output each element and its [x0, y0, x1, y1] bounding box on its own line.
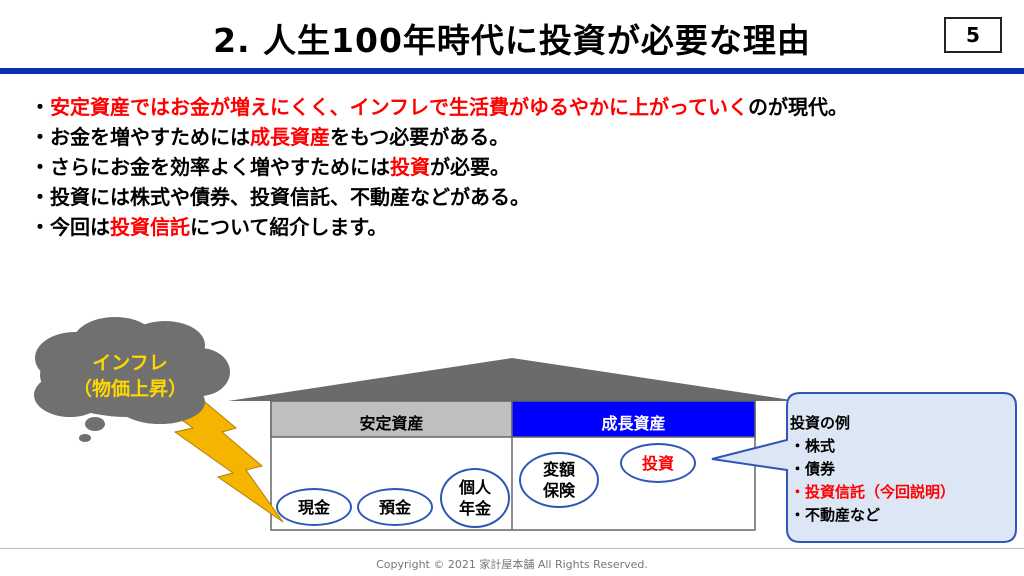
stable-asset-header: 安定資産: [359, 414, 424, 433]
copyright-footer: Copyright © 2021 家計屋本舗 All Rights Reserv…: [376, 558, 648, 571]
bullet-item: ・さらにお金を効率よく増やすためには投資が必要。: [30, 152, 848, 182]
bullet-item: ・お金を増やすためには成長資産をもつ必要がある。: [30, 122, 848, 152]
bullet-highlight: 投資信託: [110, 215, 190, 239]
pension-oval: 個人年金: [440, 468, 510, 528]
lightning-bolt-icon: [163, 401, 284, 523]
variable-insurance-oval: 変額保険: [519, 452, 599, 508]
bullet-highlight: 成長資産: [250, 125, 330, 149]
cash-oval: 現金: [276, 488, 352, 526]
cloud-label-line1: インフレ: [92, 352, 168, 374]
stable-asset-header-bg: [270, 400, 513, 438]
bullet-text: ・お金を増やすためには: [30, 125, 250, 149]
page-number: 5: [944, 17, 1002, 53]
bullet-text: が必要。: [430, 155, 510, 179]
bullet-text: ・今回は: [30, 215, 110, 239]
bullet-item: ・安定資産ではお金が増えにくく、インフレで生活費がゆるやかに上がっていくのが現代…: [30, 92, 848, 122]
example-item: ・不動産など: [790, 506, 881, 524]
examples-speech-bubble: [711, 392, 1017, 543]
slide-title: 2. 人生100年時代に投資が必要な理由: [213, 21, 811, 60]
growth-asset-header: 成長資産: [601, 414, 666, 433]
example-item: ・株式: [790, 437, 836, 455]
title-rule: [0, 68, 1024, 74]
bullet-item: ・今回は投資信託について紹介します。: [30, 212, 848, 242]
example-item: ・債券: [790, 460, 836, 478]
bullet-highlight: 投資: [390, 155, 430, 179]
bullet-text: ・: [30, 95, 50, 119]
cloud-label-line2: （物価上昇）: [72, 378, 187, 400]
bullet-text: のが現代。: [748, 95, 848, 119]
example-item-highlight: ・投資信託（今回説明）: [790, 483, 956, 501]
bullet-text: ・さらにお金を効率よく増やすためには: [30, 155, 390, 179]
inflation-cloud-icon: [34, 317, 230, 442]
investment-oval: 投資: [620, 443, 696, 483]
examples-heading: 投資の例: [790, 414, 851, 432]
bullet-item: ・投資には株式や債券、投資信託、不動産などがある。: [30, 182, 848, 212]
growth-asset-header-bg: [511, 400, 756, 438]
footer-divider: [0, 548, 1024, 549]
deposit-oval: 預金: [357, 488, 433, 526]
bullet-text: ・投資には株式や債券、投資信託、不動産などがある。: [30, 185, 530, 209]
bullet-text: について紹介します。: [190, 215, 388, 239]
house-roof: [228, 358, 798, 401]
bullet-list: ・安定資産ではお金が増えにくく、インフレで生活費がゆるやかに上がっていくのが現代…: [30, 92, 848, 242]
investment-examples: 投資の例 ・株式 ・債券 ・投資信託（今回説明） ・不動産など: [790, 412, 955, 527]
bullet-highlight: 安定資産ではお金が増えにくく、インフレで生活費がゆるやかに上がっていく: [50, 95, 748, 119]
bullet-text: をもつ必要がある。: [330, 125, 510, 149]
